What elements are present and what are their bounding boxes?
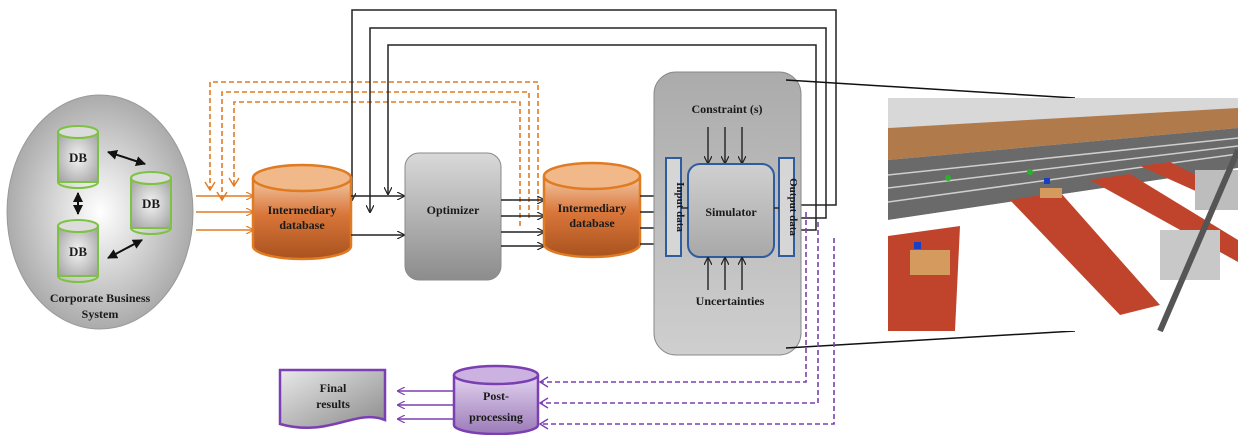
corporate-label-line1: Corporate Business <box>50 291 151 305</box>
post-processing-line2: processing <box>469 410 523 424</box>
black-feedback-lines <box>352 9 837 231</box>
corporate-label-line2: System <box>82 307 119 321</box>
db-link-arrow <box>107 150 146 166</box>
uncertainties-label: Uncertainties <box>696 294 765 308</box>
db-cylinder-bottom: DB <box>57 219 99 283</box>
db-label: DB <box>69 244 87 259</box>
simulation-3d-view <box>887 98 1238 333</box>
intermediary-right-line1: Intermediary <box>558 201 627 215</box>
intermediary-database-right: Intermediary database <box>542 161 642 259</box>
intermediary-right-line2: database <box>569 216 615 230</box>
orange-feedback-lines <box>209 81 539 226</box>
optimizer-to-db-arrows <box>501 200 544 246</box>
post-processing-database: Post- processing <box>452 364 540 435</box>
db-cylinder-top: DB <box>57 125 99 189</box>
intermediary-left-line1: Intermediary <box>268 203 337 217</box>
db-link-arrow <box>107 239 143 259</box>
post-to-final-arrows <box>398 391 454 419</box>
intermediary-database-left: Intermediary database <box>251 163 353 261</box>
orange-arrowheads <box>204 177 240 202</box>
constraint-label: Constraint (s) <box>692 102 763 116</box>
output-data-bar: Output data <box>778 157 799 257</box>
output-data-label: Output data <box>787 178 799 236</box>
db-label: DB <box>142 196 160 211</box>
intermediary-left-line2: database <box>279 218 325 232</box>
post-processing-line1: Post- <box>483 389 509 403</box>
simulator-box <box>687 163 775 258</box>
final-results-line1: Final <box>320 381 347 395</box>
purple-feedback-lines <box>540 212 835 425</box>
constraint-arrows <box>708 127 742 163</box>
final-results-document: Final results <box>278 368 387 429</box>
final-results-line2: results <box>316 397 350 411</box>
input-data-label: Input data <box>674 182 686 232</box>
uncertainty-arrows <box>708 258 742 290</box>
corporate-ellipse <box>6 94 194 330</box>
optimizer-box: Optimizer <box>404 152 502 281</box>
simulator-label: Simulator <box>705 205 757 219</box>
optimizer-label: Optimizer <box>427 203 480 217</box>
corporate-business-system: DB DB DB Corporate Business System <box>6 94 194 330</box>
input-data-bar: Input data <box>665 157 686 257</box>
simulation-block: Constraint (s) Simulator Uncertainties I… <box>653 71 802 356</box>
corporate-to-db-arrows <box>196 196 253 230</box>
purple-arrowheads <box>538 376 549 430</box>
db-label: DB <box>69 150 87 165</box>
db-cylinder-right: DB <box>130 171 172 235</box>
db-to-optimizer-arrows <box>351 196 404 235</box>
